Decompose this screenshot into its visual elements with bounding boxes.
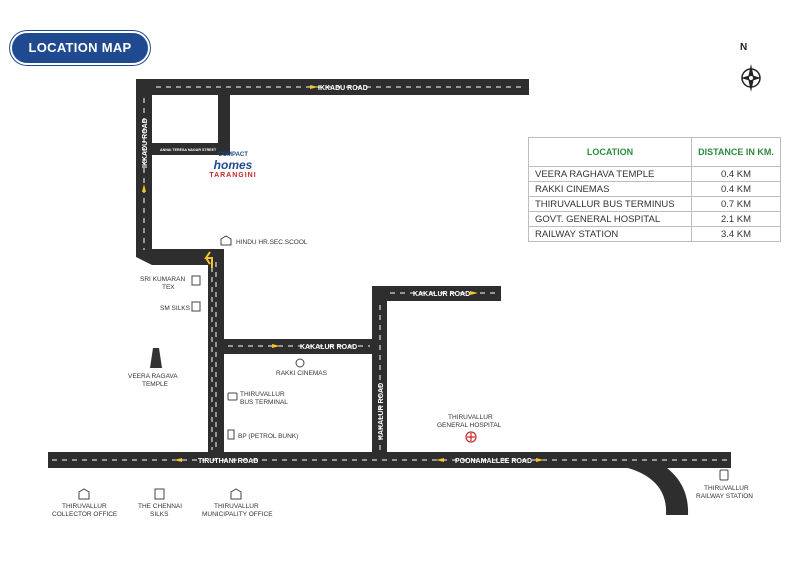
rakki-cinemas-landmark: RAKKI CINEMAS [276, 358, 328, 377]
arrow-icon [174, 458, 182, 462]
railway-station-landmark: THIRUVALLUR RAILWAY STATION [696, 469, 753, 500]
ikkadu-road-label: IKKADU ROAD [318, 85, 368, 92]
arrow-icon [310, 85, 318, 89]
sm-silks-landmark: SM SILKS [160, 301, 201, 312]
bus-terminal-landmark: THIRUVALLUR BUS TERMINAL [227, 391, 288, 406]
table-row: RAILWAY STATION 3.4 KM [528, 226, 781, 242]
bus-icon [227, 392, 238, 401]
hospital-label-2: GENERAL HOSPITAL [437, 422, 502, 429]
project-logo: COMPACT homes TARANGINI [202, 152, 264, 184]
tiruthani-road-label: TIRUTHANI ROAD [198, 458, 258, 465]
hospital-icon [465, 431, 477, 443]
school-icon [220, 235, 232, 246]
collector-label-2: COLLECTOR OFFICE [52, 511, 118, 518]
poonamallee-road-label: POONAMALLEE ROAD [455, 458, 532, 465]
fuel-pump-icon [227, 429, 235, 440]
turn-arrow-icon [204, 251, 213, 268]
shop-icon [191, 301, 201, 312]
kakalur-road-upper [372, 286, 501, 301]
railway-label-1: THIRUVALLUR [704, 485, 749, 492]
annai-teresa-street-vertical [218, 95, 230, 155]
distance-cell: 3.4 KM [691, 226, 781, 242]
location-header: LOCATION [528, 137, 692, 167]
collector-office-landmark: THIRUVALLUR COLLECTOR OFFICE [52, 488, 118, 518]
rakki-cinemas-label: RAKKI CINEMAS [276, 370, 328, 377]
sri-kumaran-label-2: TEX [162, 284, 175, 291]
annai-teresa-street [152, 143, 230, 155]
logo-line-2: homes [213, 158, 253, 172]
arrow-icon [470, 291, 478, 295]
veera-temple-label-2: TEMPLE [142, 381, 169, 388]
sri-kumaran-label-1: SRI KUMARAN [140, 276, 185, 283]
collector-label-1: THIRUVALLUR [62, 503, 107, 510]
distance-table-header: LOCATION DISTANCE IN KM. [528, 137, 781, 167]
road-network [48, 79, 731, 515]
compass-icon [741, 64, 761, 92]
railway-label-2: RAILWAY STATION [696, 493, 753, 500]
logo-line-3: TARANGINI [209, 172, 257, 179]
kakalur-road-vertical-label: KAKALUR ROAD [378, 383, 385, 440]
arrow-icon [142, 184, 146, 192]
ikkadu-bend [136, 249, 224, 265]
shop-icon [191, 275, 201, 286]
sm-silks-label: SM SILKS [160, 305, 191, 312]
building-icon [78, 488, 90, 500]
table-row: THIRUVALLUR BUS TERMINUS 0.7 KM [528, 196, 781, 212]
hospital-label-1: THIRUVALLUR [448, 414, 493, 421]
hindu-school-label: HINDU HR.SEC.SCOOL [236, 239, 308, 246]
distance-table: LOCATION DISTANCE IN KM. VEERA RAGHAVA T… [528, 137, 781, 242]
train-icon [719, 469, 729, 481]
road-arrows [142, 85, 544, 462]
table-row: RAKKI CINEMAS 0.4 KM [528, 181, 781, 197]
chennai-silks-label-1: THE CHENNAI [138, 503, 182, 510]
chennai-silks-landmark: THE CHENNAI SILKS [138, 488, 182, 518]
bus-terminal-label-1: THIRUVALLUR [240, 391, 285, 398]
compass: N [738, 42, 764, 92]
building-icon [230, 488, 242, 500]
hindu-school-landmark: HINDU HR.SEC.SCOOL [220, 235, 308, 246]
arrow-icon [536, 458, 544, 462]
road-center-lines [52, 86, 728, 461]
kakalur-road-upper-label: KAKALUR ROAD [413, 291, 470, 298]
ikkadu-road-top [136, 79, 529, 95]
veera-temple-label-1: VEERA RAGAVA [128, 373, 178, 380]
general-hospital-landmark: THIRUVALLUR GENERAL HOSPITAL [437, 414, 502, 443]
municipality-label-2: MUNICIPALITY OFFICE [202, 511, 273, 518]
cinema-icon [295, 358, 305, 368]
arrow-icon [436, 458, 444, 462]
logo-line-1: COMPACT [218, 152, 248, 158]
petrol-bunk-label: BP (PETROL BUNK) [238, 433, 298, 440]
distance-header: DISTANCE IN KM. [691, 137, 781, 167]
annai-teresa-street-label: ANNAI TERESA NAGAR STREET [160, 148, 217, 152]
veera-raghava-temple-landmark: VEERA RAGAVA TEMPLE [128, 348, 178, 388]
shop-icon [154, 488, 165, 500]
north-label: N [740, 42, 748, 53]
sri-kumaran-landmark: SRI KUMARAN TEX [140, 275, 201, 291]
location-map-title: LOCATION MAP [12, 33, 148, 63]
bus-terminal-label-2: BUS TERMINAL [240, 399, 288, 406]
kakalur-road-mid-label: KAKALUR ROAD [300, 344, 357, 351]
municipality-office-landmark: THIRUVALLUR MUNICIPALITY OFFICE [202, 488, 273, 518]
tiruthani-poonamallee-road [48, 452, 731, 468]
petrol-bunk-landmark: BP (PETROL BUNK) [227, 429, 298, 440]
curved-road-to-railway [628, 452, 689, 515]
municipality-label-1: THIRUVALLUR [214, 503, 259, 510]
temple-icon [150, 348, 162, 368]
ikkadu-road-side-label: IKKADU ROAD [142, 118, 149, 168]
kakalur-road-mid [224, 339, 387, 354]
arrow-icon [272, 344, 280, 348]
chennai-silks-label-2: SILKS [150, 511, 169, 518]
